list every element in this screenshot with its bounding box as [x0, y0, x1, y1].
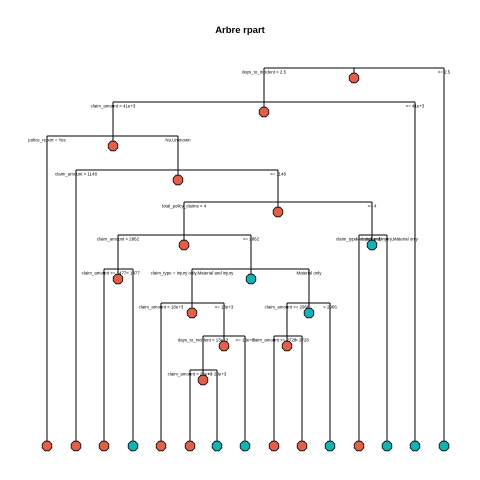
split-node [258, 106, 270, 118]
split-node [245, 273, 257, 285]
leaf-node [155, 440, 167, 452]
leaf-node [98, 440, 110, 452]
leaf-node [381, 440, 393, 452]
split-label-right: >= 13e+3 [236, 338, 255, 343]
split-label-right: No,Unknown [165, 138, 191, 143]
split-node [172, 174, 184, 186]
split-node [272, 206, 284, 218]
split-label-right: >= 2.5 [438, 70, 451, 75]
split-label-left: claim_amount < 2862 [97, 237, 140, 242]
split-label-left: total_policy_claims < 4 [162, 204, 207, 209]
split-labels: days_to_incident < 2.5 >= 2.5 claim_amount… [28, 70, 451, 377]
split-node [107, 140, 119, 152]
diagram-title: Arbre rpart [215, 25, 265, 36]
split-label-right: < 2728 [295, 338, 309, 343]
split-label-right: >= 28e+3 [208, 372, 227, 377]
split-label-left: claim_amount >= 2966 [265, 305, 310, 310]
split-label-right: >= 18e+3 [215, 305, 234, 310]
leaf-node [239, 440, 251, 452]
split-label-right: >= 4 [368, 204, 377, 209]
leaf-node [268, 440, 280, 452]
leaf-node [296, 440, 308, 452]
split-node [178, 239, 190, 251]
split-label-right: >= 1148 [270, 172, 286, 177]
leaf-node [70, 440, 82, 452]
split-label-right: Material only [297, 271, 323, 276]
split-node [112, 273, 124, 285]
split-label-left: days_to_incident < 13e+3 [178, 338, 229, 343]
split-label-left: claim_amount >= 1477 [82, 271, 127, 276]
split-node [303, 307, 315, 319]
leaf-node [41, 440, 53, 452]
leaf-node [211, 440, 223, 452]
split-node [197, 374, 209, 386]
split-label-left: claim_amount >= 2728 [252, 338, 297, 343]
leaf-node [324, 440, 336, 452]
split-node [218, 340, 230, 352]
tree-nodes [41, 72, 450, 452]
split-label-left: claim_amount < 1148 [55, 172, 97, 177]
split-label-left: days_to_incident < 2.5 [242, 70, 287, 75]
split-node [281, 340, 293, 352]
leaf-node [438, 440, 450, 452]
split-label-left: claim_type = Injury only [336, 237, 383, 242]
split-node [348, 72, 360, 84]
leaf-node [184, 440, 196, 452]
split-label-left: claim_amount < 18e+3 [139, 305, 184, 310]
leaf-node [353, 440, 365, 452]
split-label-left: claim_amount < 28e+3 [168, 372, 213, 377]
split-label-right: >= 2862 [243, 237, 260, 242]
split-label-right: < 2966 [323, 305, 337, 310]
split-label-left: claim_type = Injury only,Material and in… [151, 271, 235, 276]
leaf-node [127, 440, 139, 452]
split-label-right: >= 41e+3 [406, 104, 425, 109]
split-label-right: < 1477 [126, 271, 140, 276]
split-label-right: Material and injury,Material only [356, 237, 418, 242]
split-label-left: claim_amount < 41e+3 [91, 104, 136, 109]
tree-edges [46, 67, 445, 446]
split-node [186, 307, 198, 319]
split-node [366, 239, 378, 251]
split-label-left: police_report = Yes [28, 138, 66, 143]
leaf-node [409, 440, 421, 452]
